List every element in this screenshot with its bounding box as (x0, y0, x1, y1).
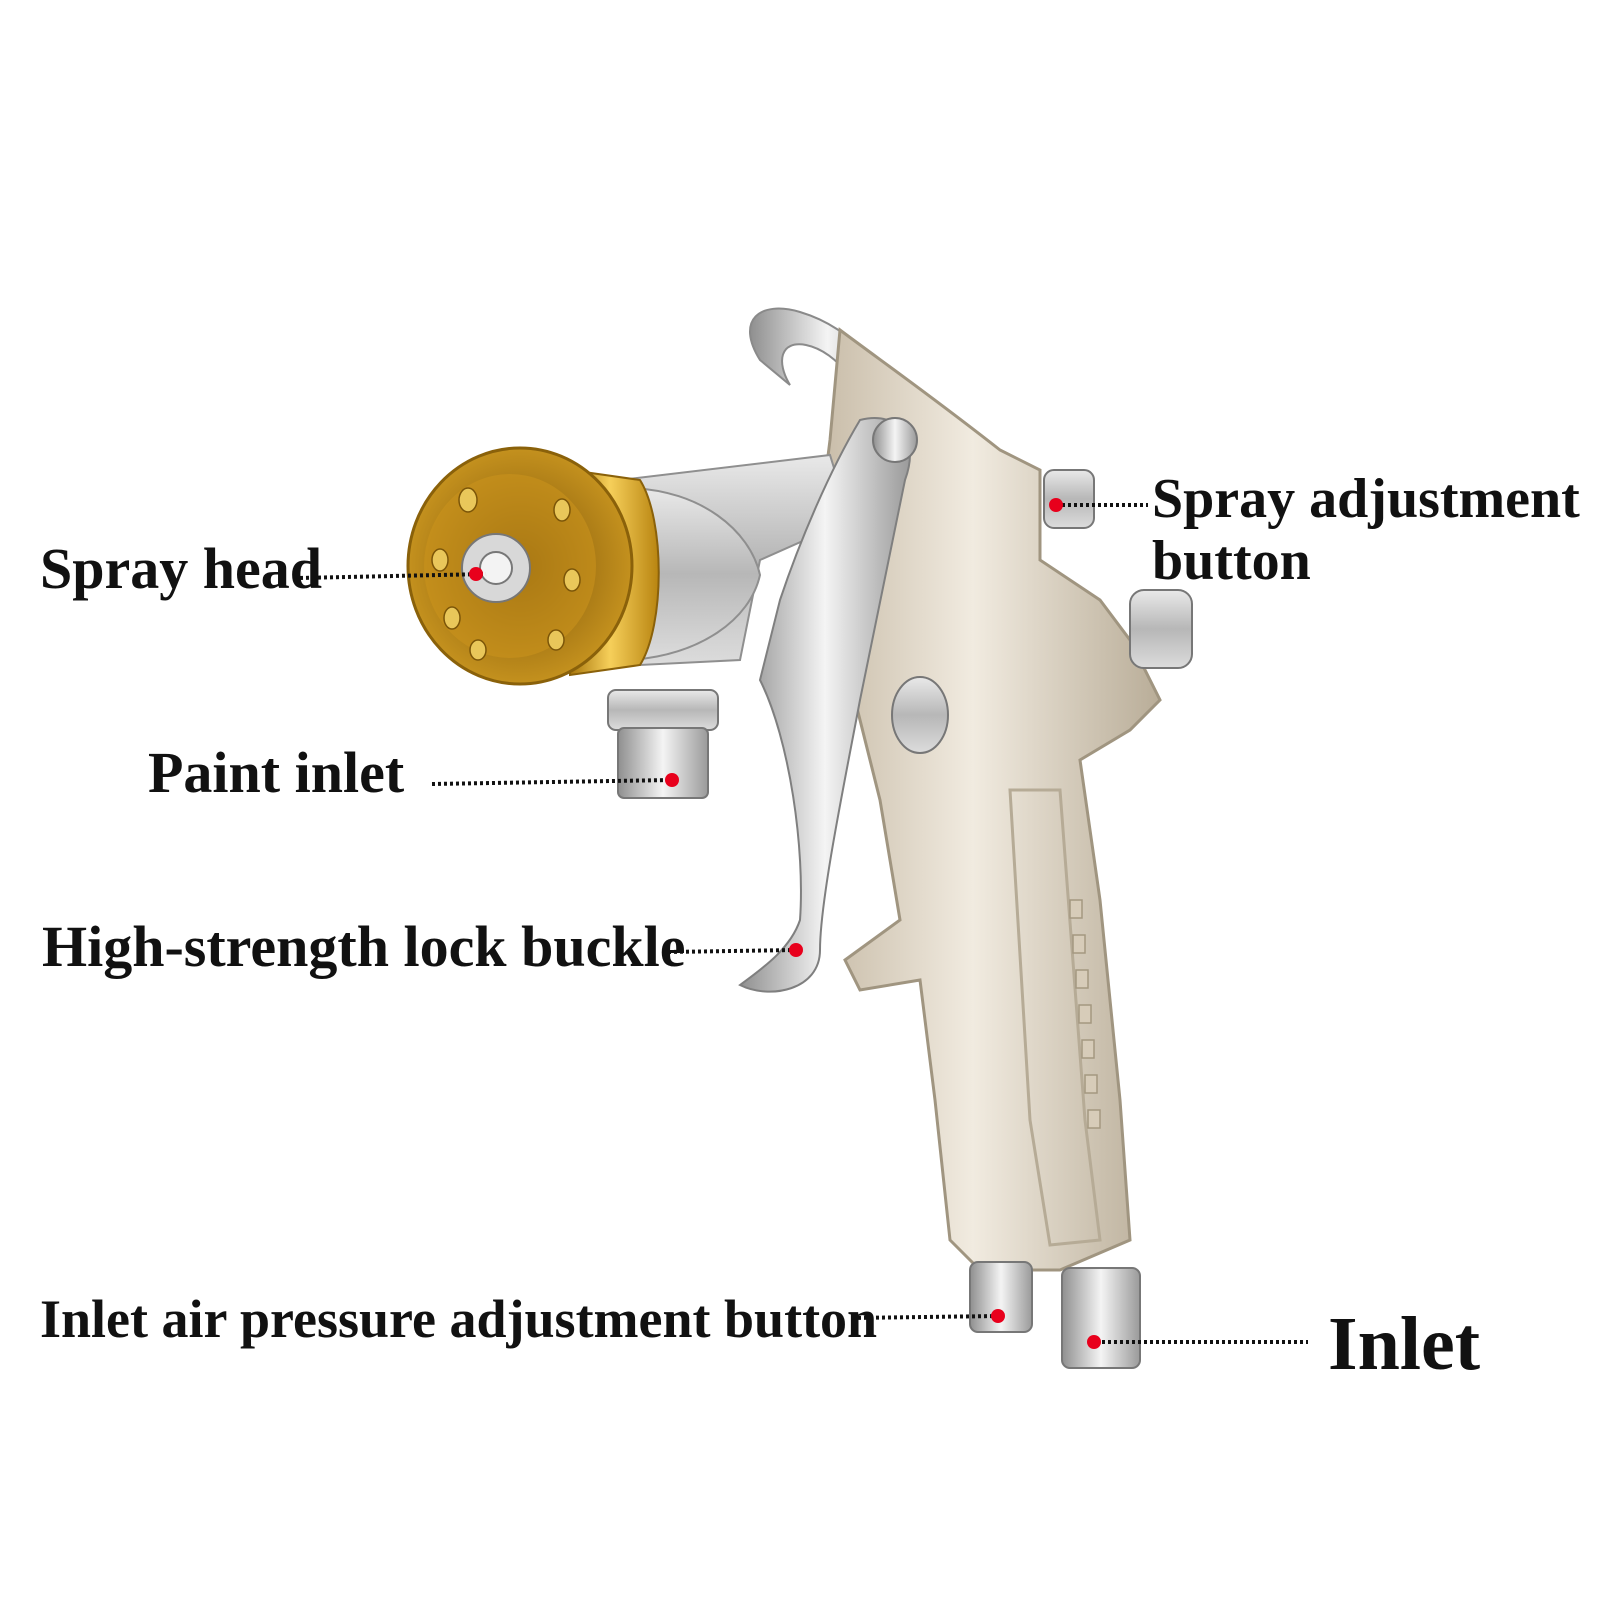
leader-lines (299, 503, 1308, 1344)
leader-air-pressure (851, 1314, 999, 1320)
label-lock-buckle: High-strength lock buckle (42, 914, 686, 979)
trigger-pivot (872, 417, 918, 463)
label-spray-adjustment-button: Spray adjustment button (1152, 468, 1580, 592)
markers (469, 498, 1101, 1349)
marker-spray-head (469, 567, 483, 581)
side-knob (891, 676, 949, 754)
paint-inlet-fitting (617, 727, 709, 799)
label-spray-adjustment-line2: button (1152, 530, 1311, 592)
spray-adjustment-knob (1043, 469, 1095, 529)
nozzle-cone (629, 486, 762, 662)
leader-lock-buckle (667, 948, 797, 954)
marker-inlet (1087, 1335, 1101, 1349)
paint-inlet-fitting-top (607, 689, 719, 731)
inlet-fitting (1061, 1267, 1141, 1369)
marker-air-pressure (991, 1309, 1005, 1323)
gun-body (818, 327, 1162, 1272)
label-air-pressure-adjustment: Inlet air pressure adjustment button (40, 1289, 878, 1349)
label-spray-adjustment-line1: Spray adjustment (1152, 468, 1580, 530)
marker-spray-adjustment (1049, 498, 1063, 512)
label-inlet: Inlet (1328, 1302, 1480, 1386)
label-spray-head: Spray head (40, 536, 323, 601)
label-paint-inlet: Paint inlet (148, 740, 405, 805)
leader-spray-head (299, 572, 487, 580)
air-cap-holes (431, 487, 581, 661)
grip-panel (1008, 788, 1102, 1247)
marker-lock-buckle (789, 943, 803, 957)
rear-knob (1129, 589, 1193, 669)
trigger (738, 417, 911, 993)
marker-paint-inlet (665, 773, 679, 787)
leader-paint-inlet (431, 778, 673, 786)
grip-grooves (1069, 899, 1101, 1129)
